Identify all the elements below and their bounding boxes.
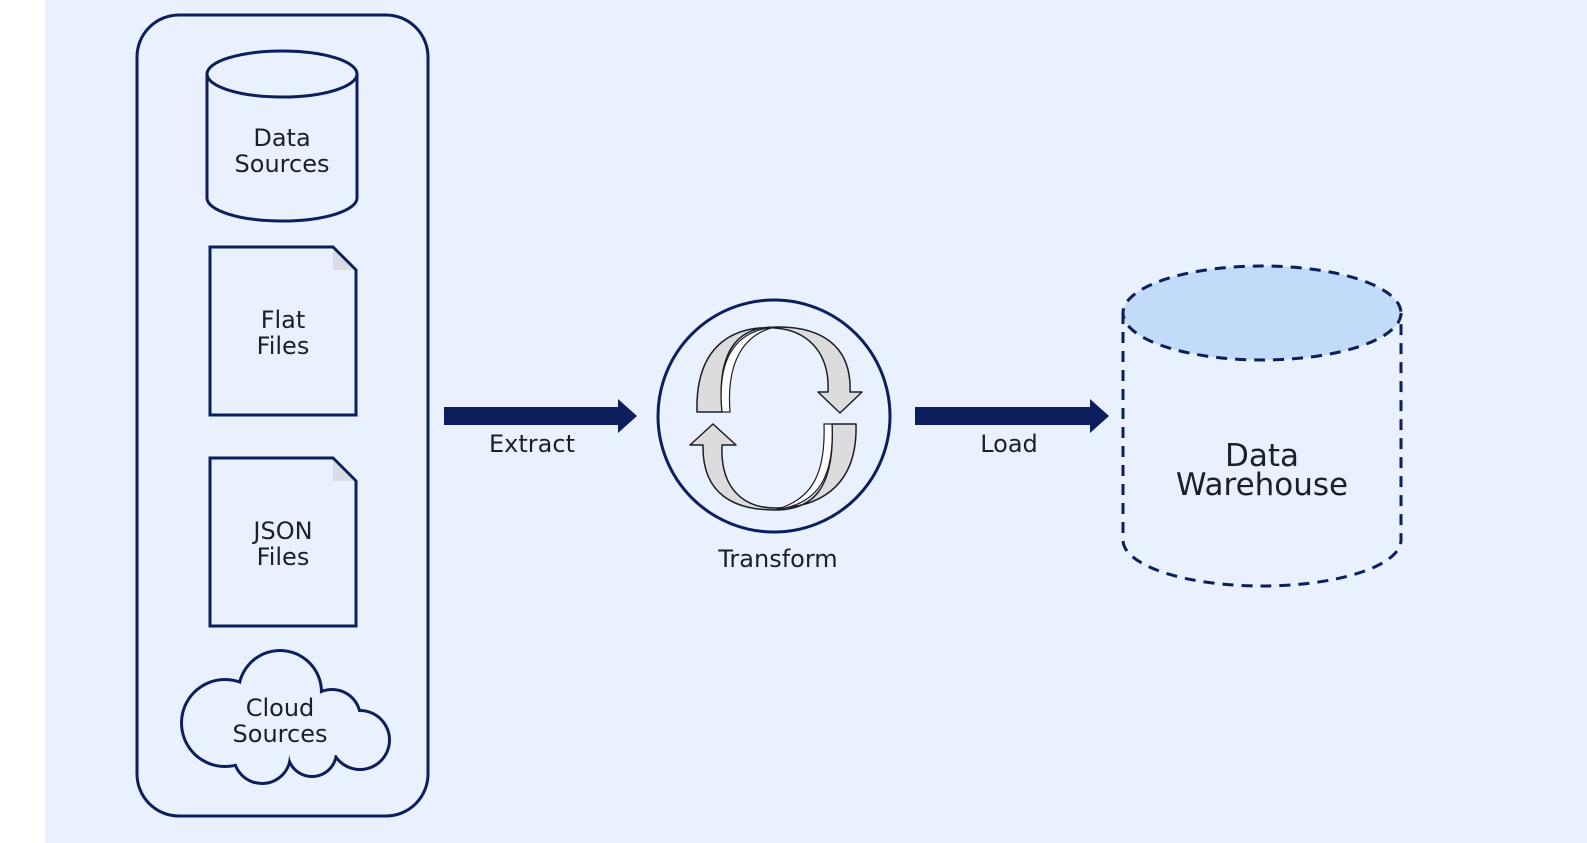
warehouse-cylinder-icon: [1121, 264, 1403, 588]
cloud-sources-label-1: Cloud: [246, 694, 315, 722]
load-arrow-icon: [915, 399, 1109, 433]
flat-files-label-1: Flat: [261, 306, 306, 334]
extract-arrow-icon: [444, 399, 637, 433]
extract-step: Extract: [444, 399, 637, 458]
warehouse-label-1: Data: [1225, 438, 1299, 474]
sources-container: [135, 13, 430, 818]
load-label: Load: [980, 430, 1038, 458]
document-icon: [208, 245, 358, 417]
load-step: Load: [915, 399, 1109, 458]
warehouse-label-2: Warehouse: [1176, 467, 1348, 503]
transform-label: Transform: [717, 545, 837, 573]
extract-label: Extract: [489, 430, 575, 458]
data-warehouse-item: Data Warehouse: [1121, 264, 1403, 588]
cloud-icon: [180, 649, 391, 785]
json-files-item: JSON Files: [208, 456, 358, 628]
cloud-sources-label-2: Sources: [233, 720, 328, 748]
database-icon: [205, 49, 359, 223]
data-sources-item: Data Sources: [205, 49, 359, 223]
document-icon: [208, 456, 358, 628]
transform-circle: [656, 298, 892, 534]
transform-step: Transform: [656, 298, 892, 573]
cloud-sources-item: Cloud Sources: [180, 649, 391, 785]
flat-files-item: Flat Files: [208, 245, 358, 417]
json-files-label-2: Files: [257, 543, 310, 571]
json-files-label-1: JSON: [251, 517, 312, 545]
data-sources-label-2: Sources: [235, 150, 330, 178]
data-sources-label-1: Data: [253, 124, 310, 152]
refresh-cycle-icon: [689, 326, 863, 511]
flat-files-label-2: Files: [257, 332, 310, 360]
